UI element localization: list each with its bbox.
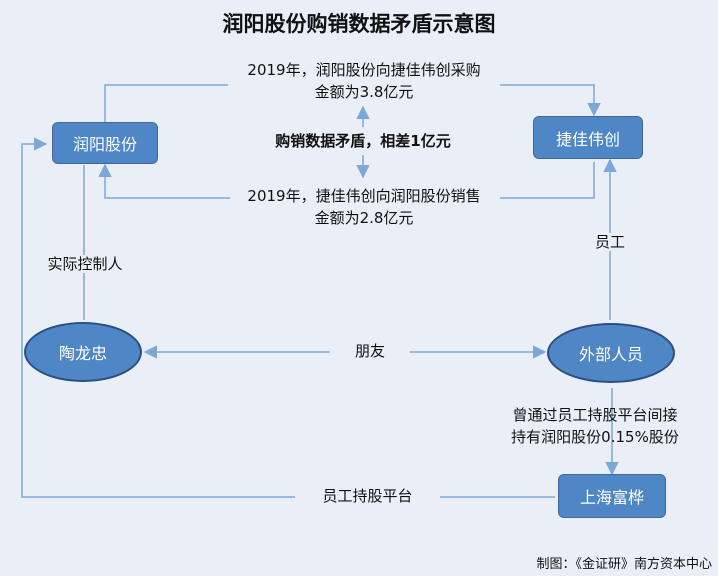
label-friend: 朋友 bbox=[354, 342, 385, 360]
node-runyang[interactable]: 润阳股份 bbox=[52, 122, 158, 164]
node-external-staff[interactable]: 外部人员 bbox=[547, 323, 675, 383]
edge-sales bbox=[500, 162, 595, 199]
label-sales-line1: 2019年，捷佳伟创向润阳股份销售 bbox=[247, 187, 481, 205]
label-purchase: 2019年，润阳股份向捷佳伟创采购 金额为3.8亿元 bbox=[228, 60, 500, 104]
node-jiejia[interactable]: 捷佳伟创 bbox=[533, 116, 643, 159]
label-employee: 员工 bbox=[588, 233, 631, 251]
label-purchase-line1: 2019年，润阳股份向捷佳伟创采购 bbox=[247, 61, 481, 79]
credit-text: 制图：《金证研》南方资本中心 bbox=[536, 557, 712, 572]
label-holding: 曾通过员工持股平台间接 持有润阳股份0.15%股份 bbox=[495, 405, 695, 449]
label-purchase-line2: 金额为3.8亿元 bbox=[314, 82, 414, 101]
edge-sales-b bbox=[98, 163, 230, 199]
label-actual-controller: 实际控制人 bbox=[41, 255, 129, 273]
edge-platform-b bbox=[21, 137, 295, 498]
edge-purchase-b bbox=[500, 84, 601, 117]
label-contradiction: 购销数据矛盾，相差1亿元 bbox=[275, 132, 451, 150]
label-holding-line2: 持有润阳股份0.15%股份 bbox=[511, 427, 679, 446]
label-sales-line2: 金额为2.8亿元 bbox=[314, 208, 414, 227]
node-taolongzhong[interactable]: 陶龙忠 bbox=[24, 322, 142, 382]
label-holding-line1: 曾通过员工持股平台间接 bbox=[512, 406, 678, 424]
edge-purchase bbox=[104, 84, 228, 122]
page-title: 润阳股份购销数据矛盾示意图 bbox=[222, 12, 496, 36]
node-shanghai-fuhua[interactable]: 上海富桦 bbox=[558, 474, 666, 518]
label-platform: 员工持股平台 bbox=[322, 487, 413, 505]
label-sales: 2019年，捷佳伟创向润阳股份销售 金额为2.8亿元 bbox=[228, 186, 500, 230]
